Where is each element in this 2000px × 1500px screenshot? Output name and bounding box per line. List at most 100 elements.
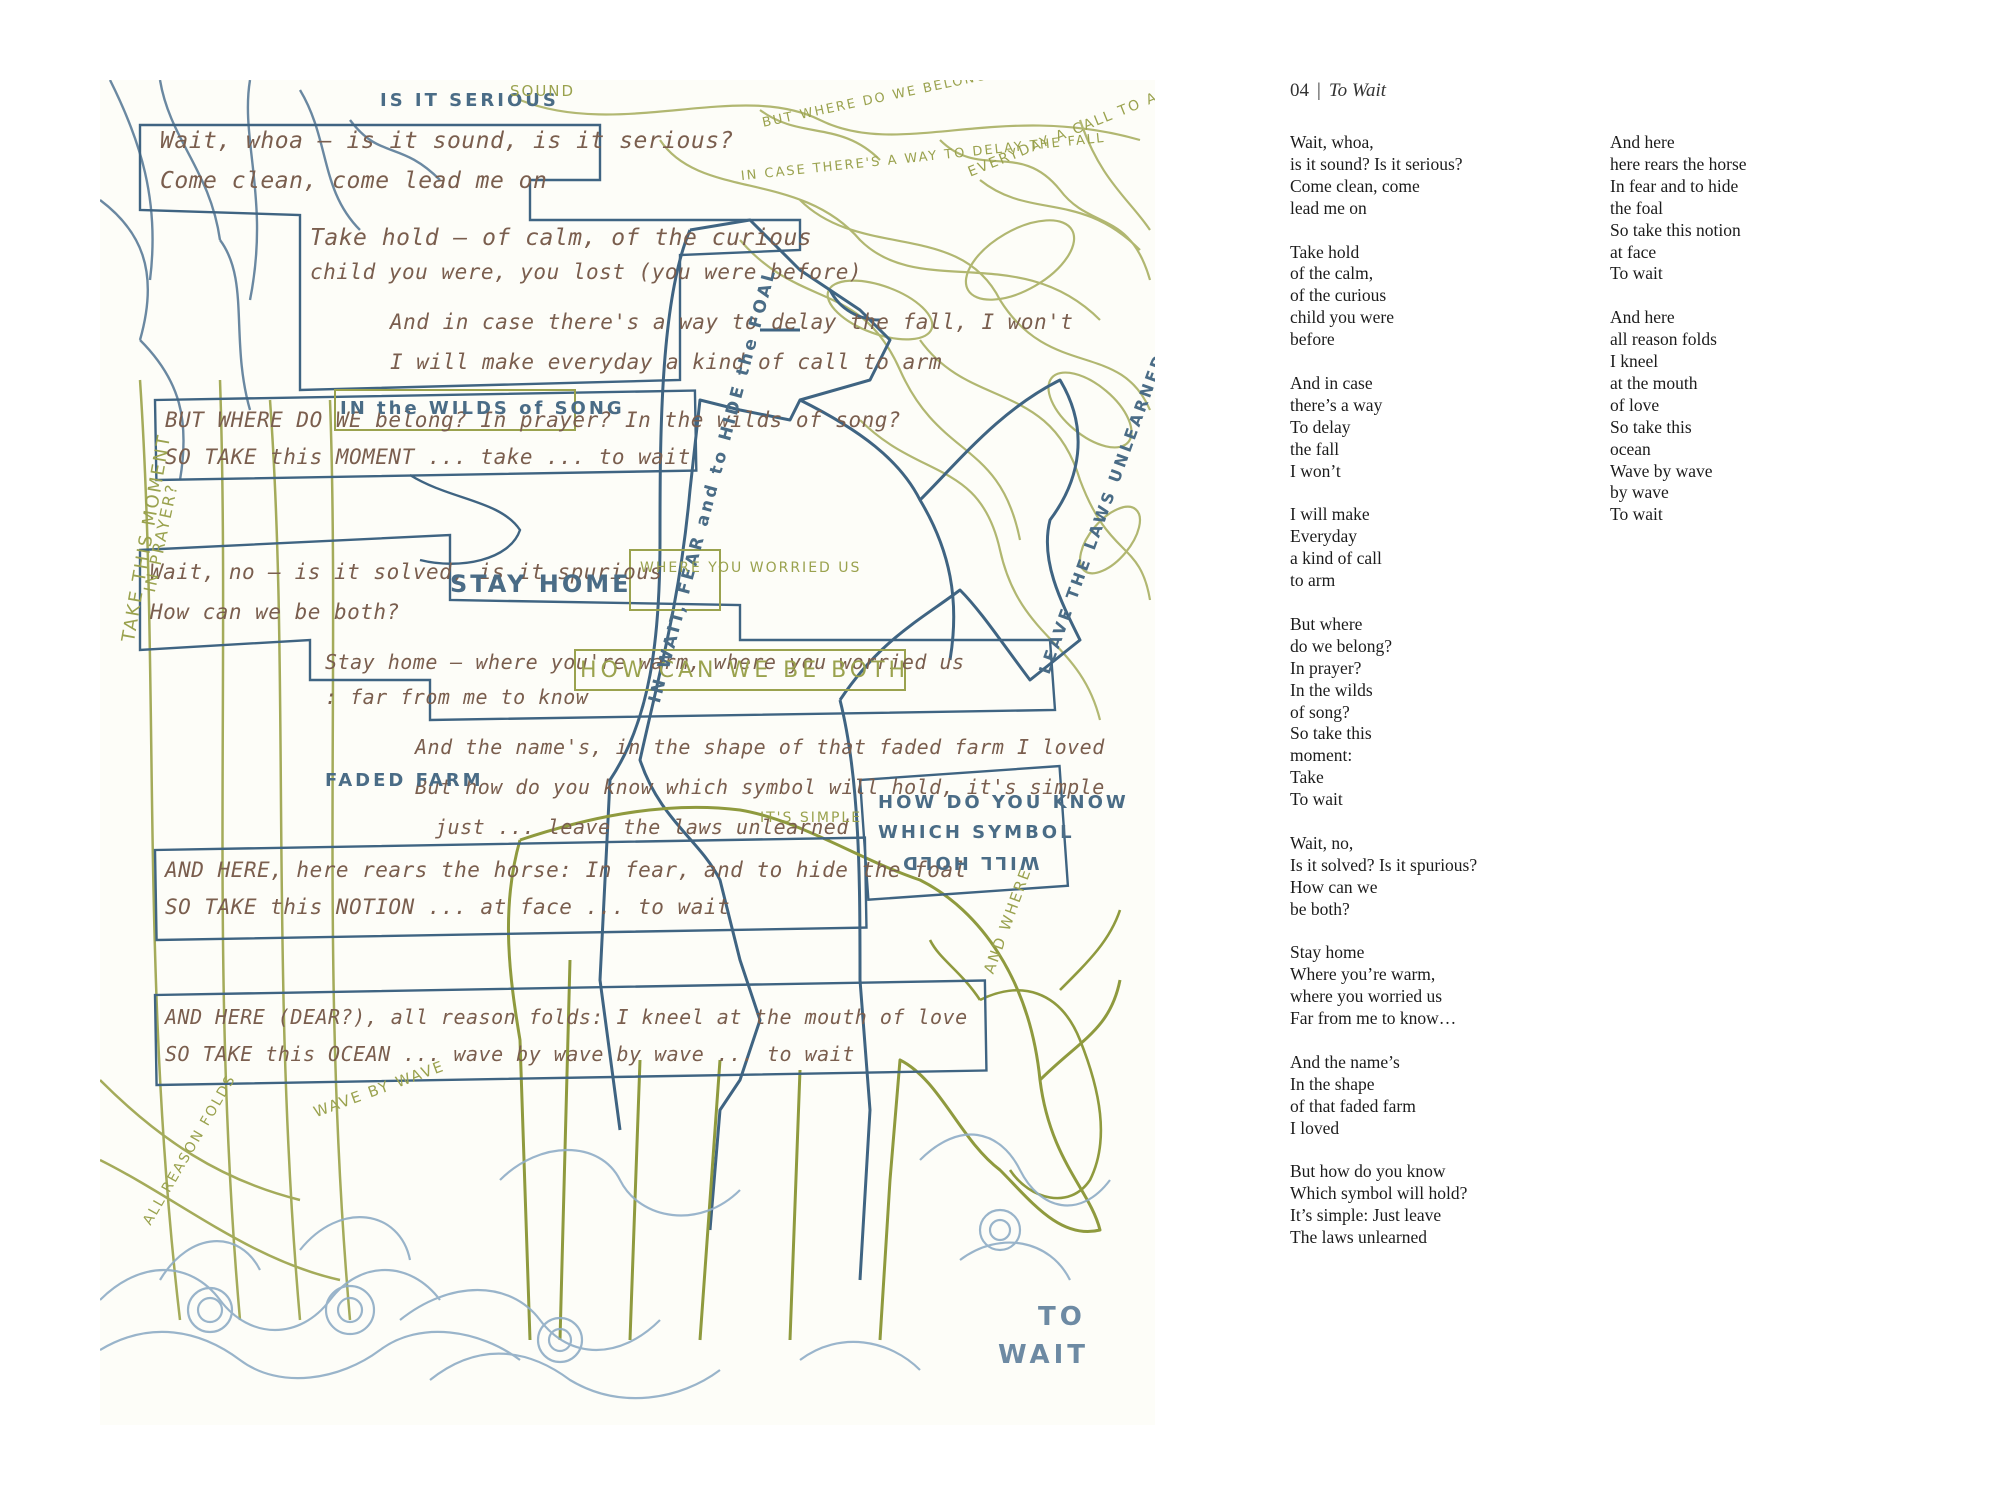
label-wilds-of-song: IN the WILDS of SONG — [340, 398, 625, 419]
hw-line-13: And the name's, in the shape of that fad… — [415, 735, 1105, 759]
tree-trunks — [100, 379, 352, 1321]
poem-line: Wave by wave — [1610, 460, 1713, 481]
hw-line-16: AND HERE, here rears the horse: In fear,… — [165, 858, 967, 882]
poem-line: at face — [1610, 241, 1657, 262]
poem-line: of love — [1610, 394, 1660, 415]
label-frames — [334, 389, 906, 691]
poem-line: here rears the horse — [1610, 153, 1747, 174]
poem-line: at the mouth — [1610, 372, 1698, 393]
poem-line: I will make — [1290, 504, 1370, 525]
poem-panel: 04 | To Wait Wait, whoa,is it sound? Is it… — [1290, 80, 1990, 1260]
label-how-can-we: HOW CAN WE BE BOTH — [580, 658, 910, 683]
stanza: Wait, whoa,is it sound? Is it serious?Co… — [1290, 132, 1610, 220]
poem-line: To wait — [1610, 263, 1663, 284]
poem-line: Take hold — [1290, 241, 1360, 262]
poem-line: before — [1290, 329, 1335, 350]
poem-line: moment: — [1290, 745, 1353, 766]
poem-line: In fear and to hide — [1610, 175, 1739, 196]
poem-line: Where you’re warm, — [1290, 964, 1436, 985]
hw-line-19: SO TAKE this OCEAN ... wave by wave by w… — [165, 1042, 855, 1066]
poem-line: be both? — [1290, 898, 1350, 919]
poem-line: the foal — [1610, 197, 1663, 218]
illustration: Wait, whoa — is it sound, is it serious?… — [100, 80, 1155, 1425]
poem-line: In the wilds — [1290, 679, 1373, 700]
hw-line-10: How can we be both? — [150, 600, 400, 624]
poem-line: In prayer? — [1290, 657, 1362, 678]
poem-line: I won’t — [1290, 460, 1341, 481]
poem-line: Wait, whoa, — [1290, 132, 1374, 152]
label-stay-home: STAY HOME — [450, 570, 632, 598]
label-faded-farm: FADED FARM — [325, 770, 484, 791]
poem-line: Which symbol will hold? — [1290, 1183, 1468, 1204]
poem-line: So take this notion — [1610, 219, 1741, 240]
hw-line-12: : far from me to know — [325, 685, 589, 709]
label-is-it-serious: IS IT SERIOUS — [380, 90, 559, 111]
poem-line: all reason folds — [1610, 329, 1717, 350]
poem-line: Stay home — [1290, 942, 1365, 963]
poem-line: of song? — [1290, 701, 1350, 722]
poem-line: It’s simple: Just leave — [1290, 1205, 1442, 1226]
poem-line: of the calm, — [1290, 263, 1374, 284]
pencil-drawing — [100, 80, 1155, 1425]
poem-line: How can we — [1290, 876, 1378, 897]
poem-line: To wait — [1290, 789, 1343, 810]
poem-number: 04 — [1290, 80, 1309, 101]
hw-line-2: Come clean, come lead me on — [160, 168, 548, 194]
label-wait: WAIT — [998, 1340, 1090, 1370]
poem-line: The laws unlearned — [1290, 1227, 1428, 1248]
poem-line: is it sound? Is it serious? — [1290, 153, 1463, 174]
poem-line: to arm — [1290, 570, 1336, 591]
poem-line: by wave — [1610, 482, 1669, 503]
heading-separator: | — [1317, 80, 1321, 101]
poem-line: do we belong? — [1290, 635, 1393, 656]
poem-line: lead me on — [1290, 197, 1367, 218]
hw-line-3: Take hold — of calm, of the curious — [310, 225, 813, 251]
hw-line-8: SO TAKE this MOMENT ... take ... to wait — [165, 445, 691, 469]
poem-line: Come clean, come — [1290, 175, 1420, 196]
hw-line-17: SO TAKE this NOTION ... at face ... to w… — [165, 895, 731, 919]
label-where-you-worried: WHERE YOU WORRIED US — [640, 560, 862, 576]
poem-line: I kneel — [1610, 351, 1659, 372]
hw-line-11: Stay home — where you're warm, where you… — [325, 650, 965, 674]
poem-line: But where — [1290, 613, 1363, 634]
poem-title: To Wait — [1328, 80, 1387, 101]
poem-line: ocean — [1610, 438, 1651, 459]
tree-branches — [100, 80, 441, 481]
poem-line: Take — [1290, 767, 1324, 788]
poem-line: And here — [1610, 132, 1675, 152]
poem-line: of that faded farm — [1290, 1095, 1416, 1116]
waves — [100, 1133, 1111, 1400]
hw-line-4: child you were, you lost (you were befor… — [310, 260, 863, 284]
poem-line: So take this — [1290, 723, 1372, 744]
poem-heading: 04 | To Wait — [1290, 80, 1386, 102]
foliage — [519, 98, 1152, 721]
poem-line: Everyday — [1290, 526, 1358, 547]
poem-line: To wait — [1610, 504, 1663, 525]
bull-head — [928, 909, 1122, 1200]
poem-line: To delay — [1290, 416, 1351, 437]
poem-line: Wait, no, — [1290, 832, 1354, 853]
poem-line: there’s a way — [1290, 394, 1383, 415]
hw-line-6: I will make everyday a kind of call to a… — [390, 350, 943, 374]
poem-line: where you worried us — [1290, 986, 1443, 1007]
poem-line: a kind of call — [1290, 548, 1382, 569]
poem-line: Far from me to know… — [1290, 1008, 1457, 1029]
poem-line: child you were — [1290, 307, 1394, 328]
poem-line: the fall — [1290, 438, 1340, 459]
stanza: Wait, no,Is it solved? Is it spurious?Ho… — [1290, 833, 1610, 921]
label-how-do-you-know: HOW DO YOU KNOW — [878, 792, 1129, 813]
poem-line: In the shape — [1290, 1073, 1375, 1094]
label-to: TO — [1038, 1302, 1086, 1332]
hw-line-18: AND HERE (DEAR?), all reason folds: I kn… — [165, 1005, 968, 1029]
label-its-simple: IT'S SIMPLE — [760, 810, 863, 826]
